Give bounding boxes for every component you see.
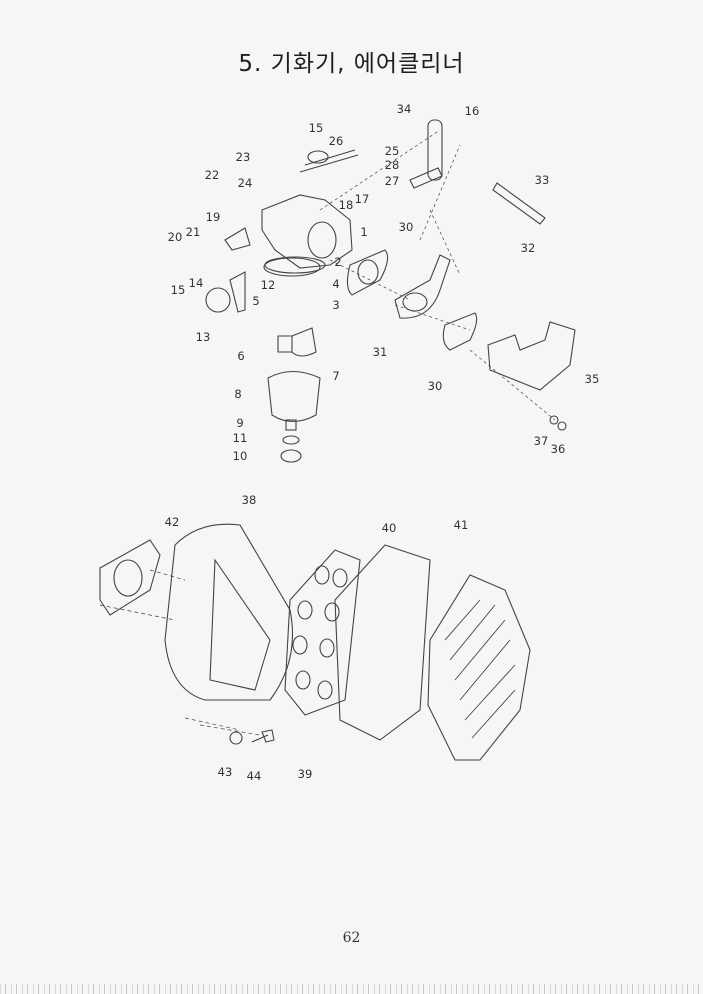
part-label: 22 xyxy=(204,168,220,182)
part-label: 4 xyxy=(332,277,340,291)
part-label: 15 xyxy=(170,283,186,297)
part-label: 35 xyxy=(584,372,600,386)
part-label: 38 xyxy=(241,493,257,507)
part-label: 8 xyxy=(234,387,242,401)
insulator xyxy=(394,254,451,319)
gasket-ring xyxy=(264,256,326,274)
part-label: 40 xyxy=(381,521,397,535)
part-label: 34 xyxy=(396,102,412,116)
part-label: 39 xyxy=(297,767,313,781)
float-bowl xyxy=(267,370,321,423)
part-label: 16 xyxy=(464,104,480,118)
bracket xyxy=(427,119,443,181)
part-label: 43 xyxy=(217,765,233,779)
intake-manifold xyxy=(487,321,576,391)
page-number: 62 xyxy=(342,930,361,946)
scan-edge-artifact xyxy=(0,984,703,994)
gasket-2 xyxy=(442,312,478,351)
air-cleaner-gasket xyxy=(99,539,161,616)
part-label: 21 xyxy=(185,225,201,239)
part-label: 19 xyxy=(205,210,221,224)
part-label: 18 xyxy=(338,198,354,212)
washer xyxy=(282,435,300,445)
filter-element xyxy=(334,544,431,741)
air-cleaner-cover xyxy=(427,574,531,761)
part-label: 6 xyxy=(237,349,245,363)
part-label: 41 xyxy=(453,518,469,532)
part-label: 30 xyxy=(427,379,443,393)
washer-43 xyxy=(229,731,243,745)
float xyxy=(277,327,317,357)
part-label: 5 xyxy=(252,294,260,308)
part-label: 3 xyxy=(332,298,340,312)
page-title: 5. 기화기, 에어클리너 xyxy=(238,51,465,77)
part-label: 7 xyxy=(332,369,340,383)
part-label: 12 xyxy=(260,278,276,292)
part-label: 42 xyxy=(164,515,180,529)
part-label: 17 xyxy=(354,192,370,206)
gasket xyxy=(346,249,389,296)
part-label: 25 xyxy=(384,144,400,158)
part-label: 28 xyxy=(384,158,400,172)
part-label: 44 xyxy=(246,769,262,783)
part-label: 14 xyxy=(188,276,204,290)
throttle-shaft xyxy=(229,271,246,313)
part-label: 15 xyxy=(308,121,324,135)
bolt-44 xyxy=(251,729,275,743)
part-label: 26 xyxy=(328,134,344,148)
part-label: 1 xyxy=(360,225,368,239)
part-label: 2 xyxy=(334,255,342,269)
plate xyxy=(205,287,231,313)
choke-rod xyxy=(492,182,546,225)
element-plate-holes xyxy=(292,565,348,700)
part-label: 33 xyxy=(534,173,550,187)
part-label: 32 xyxy=(520,241,536,255)
part-label: 37 xyxy=(533,434,549,448)
part-label: 13 xyxy=(195,330,211,344)
part-label: 23 xyxy=(235,150,251,164)
part-label: 20 xyxy=(167,230,183,244)
element-plate xyxy=(284,549,361,716)
part-label: 9 xyxy=(236,416,244,430)
part-label: 24 xyxy=(237,176,253,190)
part-label: 30 xyxy=(398,220,414,234)
arm xyxy=(299,149,359,173)
lever xyxy=(224,227,251,251)
part-label: 11 xyxy=(232,431,248,445)
part-label: 36 xyxy=(550,442,566,456)
bowl-nut xyxy=(280,449,302,463)
part-label: 27 xyxy=(384,174,400,188)
air-cleaner-case xyxy=(164,523,293,701)
drain-screw xyxy=(285,419,297,431)
part-label: 31 xyxy=(372,345,388,359)
part-label: 10 xyxy=(232,449,248,463)
carburetor-body xyxy=(261,194,353,277)
